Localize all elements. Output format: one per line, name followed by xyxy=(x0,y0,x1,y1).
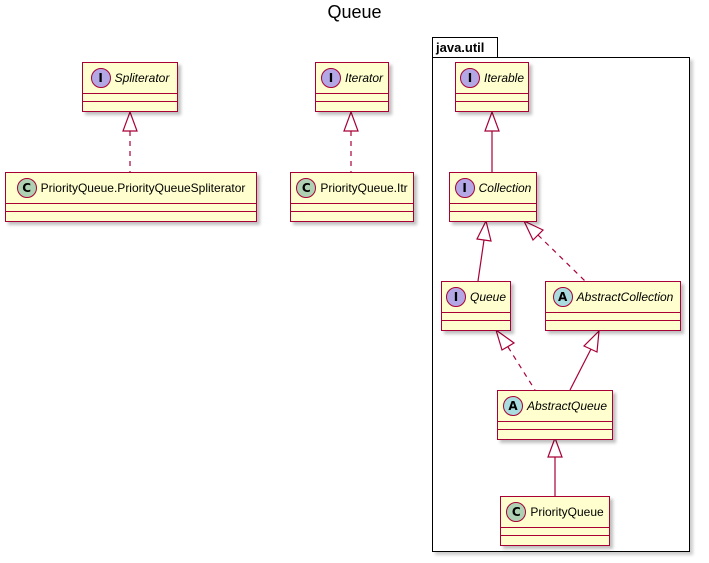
abstract-badge-icon: A xyxy=(552,287,573,307)
arrowhead-iterator xyxy=(343,110,359,132)
node-name: AbstractQueue xyxy=(526,399,608,413)
interface-badge-icon: I xyxy=(454,178,475,198)
arrowhead-iterable xyxy=(484,110,500,132)
arrowhead-abstractqueue xyxy=(547,436,563,458)
node-abstractcollection: A AbstractCollection xyxy=(545,281,681,331)
node-priorityqueue: C PriorityQueue xyxy=(500,496,610,546)
node-name: Collection xyxy=(478,181,532,195)
edge-abstractcollection-implements-collection xyxy=(537,234,586,282)
class-badge-icon: C xyxy=(296,178,317,198)
arrowhead-queue xyxy=(494,328,516,351)
class-badge-icon: C xyxy=(506,502,527,522)
node-iterator: I Iterator xyxy=(315,62,389,112)
node-name: Spliterator xyxy=(114,71,170,85)
edge-abstractqueue-implements-queue xyxy=(507,346,536,391)
interface-badge-icon: I xyxy=(445,287,466,307)
arrowhead-spliterator xyxy=(122,110,138,132)
diagram-title: Queue xyxy=(327,2,382,22)
interface-badge-icon: I xyxy=(320,68,341,88)
node-abstractqueue: A AbstractQueue xyxy=(497,390,613,440)
node-name: PriorityQueue xyxy=(530,505,604,519)
arrowhead-abstractcollection xyxy=(582,329,600,353)
arrowhead-collection-from-queue xyxy=(476,219,492,242)
node-spliterator: I Spliterator xyxy=(82,62,178,112)
node-name: PriorityQueue.Itr xyxy=(320,181,408,195)
node-priorityqueue-spliterator: C PriorityQueue.PriorityQueueSpliterator xyxy=(5,172,257,222)
node-iterable: I Iterable xyxy=(455,62,529,112)
node-priorityqueue-itr: C PriorityQueue.Itr xyxy=(290,172,414,222)
package-java-util xyxy=(432,57,690,552)
arrowhead-collection-from-abstractcollection xyxy=(522,219,545,242)
interface-badge-icon: I xyxy=(90,68,111,88)
edge-queue-extends-collection xyxy=(477,239,485,282)
package-tab: java.util xyxy=(432,37,498,57)
edge-abstractqueue-extends-abstractcollection xyxy=(569,348,592,391)
node-name: Iterator xyxy=(344,71,383,85)
node-name: Queue xyxy=(469,290,507,304)
abstract-badge-icon: A xyxy=(502,396,523,416)
node-name: Iterable xyxy=(483,71,525,85)
node-name: PriorityQueue.PriorityQueueSpliterator xyxy=(40,181,246,195)
node-queue: I Queue xyxy=(441,281,511,331)
class-badge-icon: C xyxy=(16,178,37,198)
interface-badge-icon: I xyxy=(459,68,480,88)
node-name: AbstractCollection xyxy=(576,290,674,304)
node-collection: I Collection xyxy=(449,172,537,222)
